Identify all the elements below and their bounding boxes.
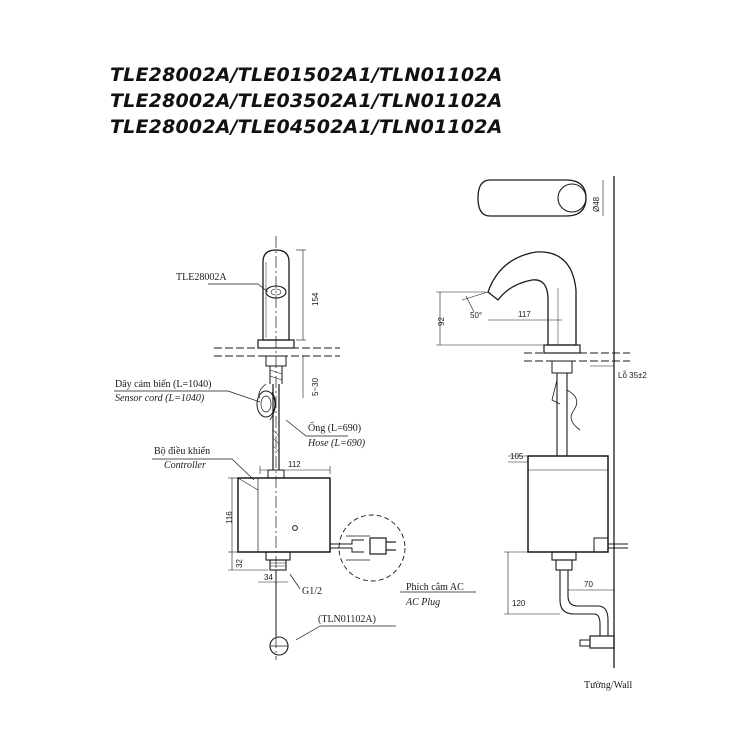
dim-92: 92: [437, 317, 446, 326]
faucet-top-view: [477, 179, 587, 217]
sensor-window: [265, 285, 287, 299]
plug-label-en: AC Plug: [405, 597, 440, 608]
model-title-1: TLE28002A/TLE01502A1/TLN01102A: [110, 64, 503, 86]
model-title-3: TLE28002A/TLE04502A1/TLN01102A: [110, 116, 503, 138]
faucet-body-side: [487, 251, 577, 346]
sensor-cord-label-en: Sensor cord (L=1040): [115, 393, 205, 404]
model-title-2: TLE28002A/TLE03502A1/TLN01102A: [110, 90, 503, 112]
faucet-model-label: TLE28002A: [176, 272, 227, 283]
dim-120: 120: [512, 599, 526, 608]
wall-label: Tường/Wall: [584, 680, 632, 691]
hose-label-en: Hose (L=690): [307, 438, 366, 449]
sensor-cord-coil: [256, 390, 276, 418]
controller-label-vi: Bộ điều khiển: [154, 446, 210, 457]
faucet-body-front: [262, 249, 290, 341]
dim-d48: Ø48: [592, 196, 601, 212]
valve-model-label: (TLN01102A): [318, 614, 376, 625]
side-view: [436, 176, 630, 668]
thread-label: G1/2: [302, 586, 322, 597]
dim-34: 34: [264, 573, 273, 582]
front-view: [114, 236, 476, 660]
dim-32: 32: [235, 559, 244, 568]
dim-154: 154: [311, 292, 320, 306]
dim-117: 117: [518, 310, 531, 319]
controller-label-en: Controller: [164, 460, 206, 471]
hole-label: Lỗ 35±2: [618, 371, 647, 380]
dim-116: 116: [225, 511, 234, 524]
stop-valve-side: [589, 635, 615, 649]
ac-plug: [369, 537, 387, 555]
sensor-cord-label-vi: Dây cảm biến (L=1040): [115, 379, 211, 390]
dim-50-deg: 50°: [470, 311, 482, 320]
dim-70: 70: [584, 580, 593, 589]
dim-5-30: 5~30: [311, 377, 320, 396]
plug-label-vi: Phích cắm AC: [406, 582, 464, 593]
ac-plug-detail: [338, 514, 406, 582]
dim-105: 105: [510, 452, 524, 461]
controller-box-front: [237, 477, 331, 553]
hose-label-vi: Ống (L=690): [308, 421, 361, 434]
dim-112: 112: [288, 460, 301, 469]
